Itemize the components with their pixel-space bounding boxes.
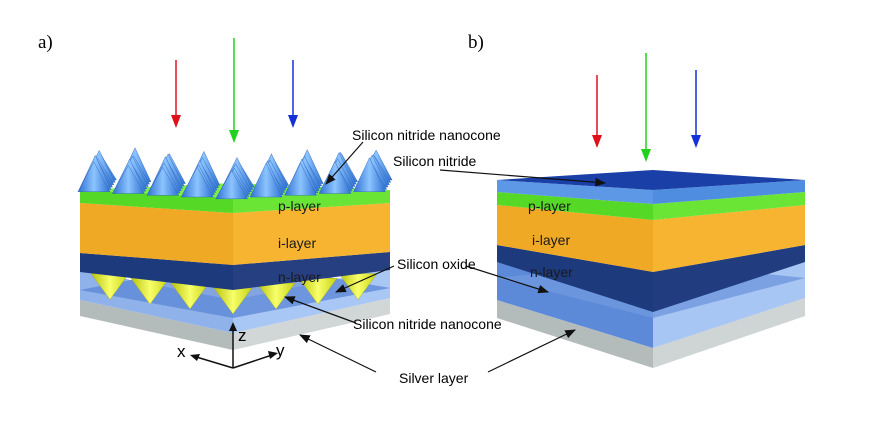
red-arrowhead xyxy=(592,135,602,148)
nanocone-top-leader xyxy=(325,141,364,185)
nanocone-bottom-leader xyxy=(283,296,357,324)
green-arrowhead xyxy=(641,149,651,162)
silver-layer-a xyxy=(80,298,390,350)
nanocone-top xyxy=(215,170,249,200)
blue-arrowhead xyxy=(691,135,701,148)
callout-nanocone-bottom: Silicon nitride nanocone xyxy=(353,316,502,332)
nanocone-top xyxy=(284,162,317,196)
i-layer-a xyxy=(80,203,390,265)
silicon-nitride-film-b xyxy=(497,170,805,204)
axes-a xyxy=(190,322,278,369)
top-nanocones-a xyxy=(77,147,393,200)
axis-y-label: y xyxy=(276,341,285,360)
callouts xyxy=(283,141,607,373)
nanocone-top xyxy=(77,161,111,192)
callout-silicon-oxide: Silicon oxide xyxy=(397,256,476,272)
silver-leader-a xyxy=(299,334,377,373)
nanocone-top xyxy=(180,166,214,198)
axis-z-label: z xyxy=(238,326,247,345)
silicon-oxide-leader-a xyxy=(335,265,395,293)
nanocone-top xyxy=(111,165,145,194)
p-layer-b xyxy=(497,192,805,220)
p-layer-label-a: p-layer xyxy=(278,198,321,214)
panel-b: b) xyxy=(468,32,805,368)
callout-silver: Silver layer xyxy=(399,370,469,386)
nanocone-top xyxy=(353,157,386,192)
light-arrows-b xyxy=(592,53,701,162)
panel-b-label: b) xyxy=(468,32,484,53)
green-arrowhead xyxy=(229,130,239,143)
n-layer-label-a: n-layer xyxy=(278,269,321,285)
light-arrows-a xyxy=(171,38,298,143)
blue-arrowhead xyxy=(288,115,298,128)
i-layer-label-a: i-layer xyxy=(278,235,316,251)
panel-a: a) xyxy=(38,32,393,369)
n-layer-b xyxy=(497,245,805,312)
i-layer-b xyxy=(497,205,805,272)
axis-x-label: x xyxy=(177,342,186,361)
panel-a-label: a) xyxy=(38,32,53,53)
callout-nanocone-top: Silicon nitride nanocone xyxy=(352,127,501,143)
red-arrowhead xyxy=(171,115,181,128)
p-layer-label-b: p-layer xyxy=(528,198,571,214)
callout-silicon-nitride: Silicon nitride xyxy=(393,153,476,169)
i-layer-label-b: i-layer xyxy=(532,232,570,248)
silver-leader-b xyxy=(487,329,576,373)
n-layer-label-b: n-layer xyxy=(530,264,573,280)
nanocone-top xyxy=(249,162,283,198)
silicon-nitride-leader xyxy=(439,169,607,187)
silicon-oxide-leader-b xyxy=(465,265,550,294)
n-layer-a xyxy=(80,252,390,290)
nanocone-top xyxy=(146,166,180,196)
